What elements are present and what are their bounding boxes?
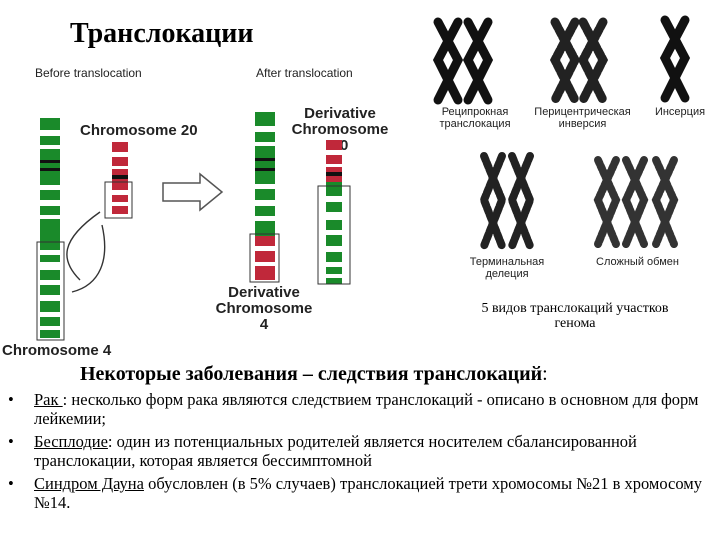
reciprocal-translocation-icon [432,17,494,105]
page-title: Транслокации [70,18,254,49]
type-caption-5: Сложный обмен [585,256,690,268]
chromosome4-label: Chromosome 4 [2,342,112,359]
exchange-arrow-1 [66,211,101,281]
after-translocation-label: After translocation [256,66,353,80]
type-caption-1-line2: транслокация [439,118,511,130]
chromosome20-before [104,142,133,219]
derivative-chromosome20 [317,140,351,285]
type-caption-2: Перицентрическая инверсия [520,106,645,130]
derivative4-label: Derivative Chromosome 4 [212,285,316,333]
type-caption-4: Терминальная делеция [462,256,552,280]
before-translocation-label: Before translocation [35,66,142,80]
bullet-icon: • [8,432,14,451]
transition-arrow-icon [162,172,224,212]
disease-text: обусловлен (в 5% случаев) транслокацией … [34,474,702,512]
disease-term: Бесплодие [34,432,108,451]
type-caption-3: Инсерция [645,106,715,118]
list-item: • Бесплодие: один из потенциальных родит… [8,432,708,470]
terminal-deletion-icon [479,152,535,250]
complex-exchange-icon [593,156,679,248]
derivative4-label-line1: Derivative [228,284,300,301]
type-caption-2-line2: инверсия [558,118,607,130]
diseases-heading-suffix: : [542,363,548,385]
list-item: • Синдром Дауна обусловлен (в 5% случаев… [8,474,708,512]
list-item: • Рак : несколько форм рака являются сле… [8,390,708,428]
types-caption: 5 видов транслокаций участков генома [440,301,710,331]
insertion-icon [659,15,691,103]
disease-text: : один из потенциальных родителей являет… [34,432,637,470]
type-caption-1: Реципрокная транслокация [425,106,525,130]
chromosome20-label: Chromosome 20 [80,122,198,139]
type-caption-4-line2: делеция [485,268,529,280]
diseases-heading: Некоторые заболевания – следствия трансл… [80,363,548,386]
derivative20-label-line1: Derivative [304,105,376,122]
bullet-icon: • [8,474,14,493]
bullet-icon: • [8,390,14,409]
derivative4-label-line2: Chromosome 4 [215,300,313,333]
diseases-list: • Рак : несколько форм рака являются сле… [8,390,708,516]
exchange-arrow-2 [71,224,106,293]
chromosome4-before [36,118,65,341]
types-caption-line1: 5 видов транслокаций участков [481,301,669,316]
type-caption-4-line1: Терминальная [469,256,545,268]
type-caption-2-line1: Перицентрическая [534,106,631,118]
type-caption-1-line1: Реципрокная [441,106,509,118]
derivative-chromosome4 [249,112,280,283]
disease-text: : несколько форм рака являются следствие… [34,390,699,428]
type-caption-3-line1: Инсерция [654,106,706,118]
types-caption-line2: генома [554,316,596,331]
pericentric-inversion-icon [549,17,609,105]
diseases-heading-text: Некоторые заболевания – следствия трансл… [80,363,543,385]
disease-term: Синдром Дауна [34,474,144,493]
disease-term: Рак [34,390,63,409]
type-caption-5-line1: Сложный обмен [596,256,679,268]
